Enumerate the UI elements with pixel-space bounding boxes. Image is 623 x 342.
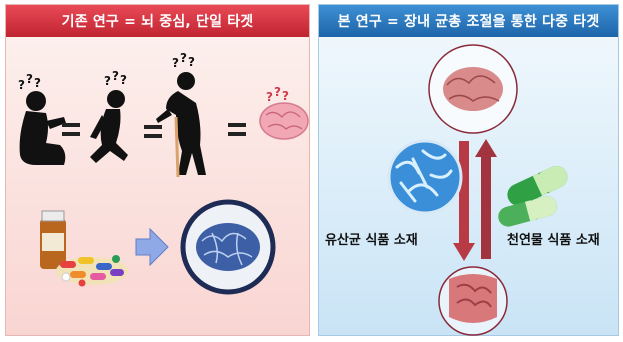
pink-brain-icon — [260, 103, 308, 139]
elderly-person-silhouette-icon — [156, 72, 206, 175]
walking-cane — [176, 117, 178, 177]
natural-material-label: 천연물 식품 소재 — [507, 229, 600, 248]
sitting-person-silhouette-icon — [90, 90, 128, 163]
probiotic-material-label: 유산균 식품 소재 — [325, 229, 418, 248]
question-marks-elderly: ??? — [172, 51, 195, 70]
probiotic-bacteria-icon — [389, 141, 461, 213]
pills-pile-icon — [56, 255, 128, 287]
current-research-panel: 본 연구 = 장내 균총 조절을 통한 다중 타겟 — [318, 4, 619, 336]
circled-brain-icon — [183, 202, 273, 292]
question-marks-sitting: ??? — [104, 69, 127, 88]
current-research-illustration — [319, 5, 620, 337]
brain-circle-icon — [429, 45, 517, 133]
existing-research-illustration: ??? ??? ??? ??? — [6, 5, 311, 337]
equals-sign-2 — [144, 125, 162, 138]
equals-sign-1 — [62, 123, 80, 136]
question-marks-child: ??? — [18, 72, 41, 92]
natural-capsules-icon — [496, 162, 571, 228]
question-marks-brain: ??? — [266, 85, 289, 104]
intestines-icon — [439, 267, 507, 335]
blue-arrow-icon — [136, 229, 168, 265]
existing-research-panel: 기존 연구 = 뇌 중심, 단일 타겟 ??? ??? ??? — [5, 4, 310, 336]
child-silhouette-icon — [20, 91, 66, 165]
up-arrow-icon — [475, 139, 497, 259]
equals-sign-3 — [228, 123, 246, 136]
medicine-bottle-icon — [40, 211, 66, 269]
